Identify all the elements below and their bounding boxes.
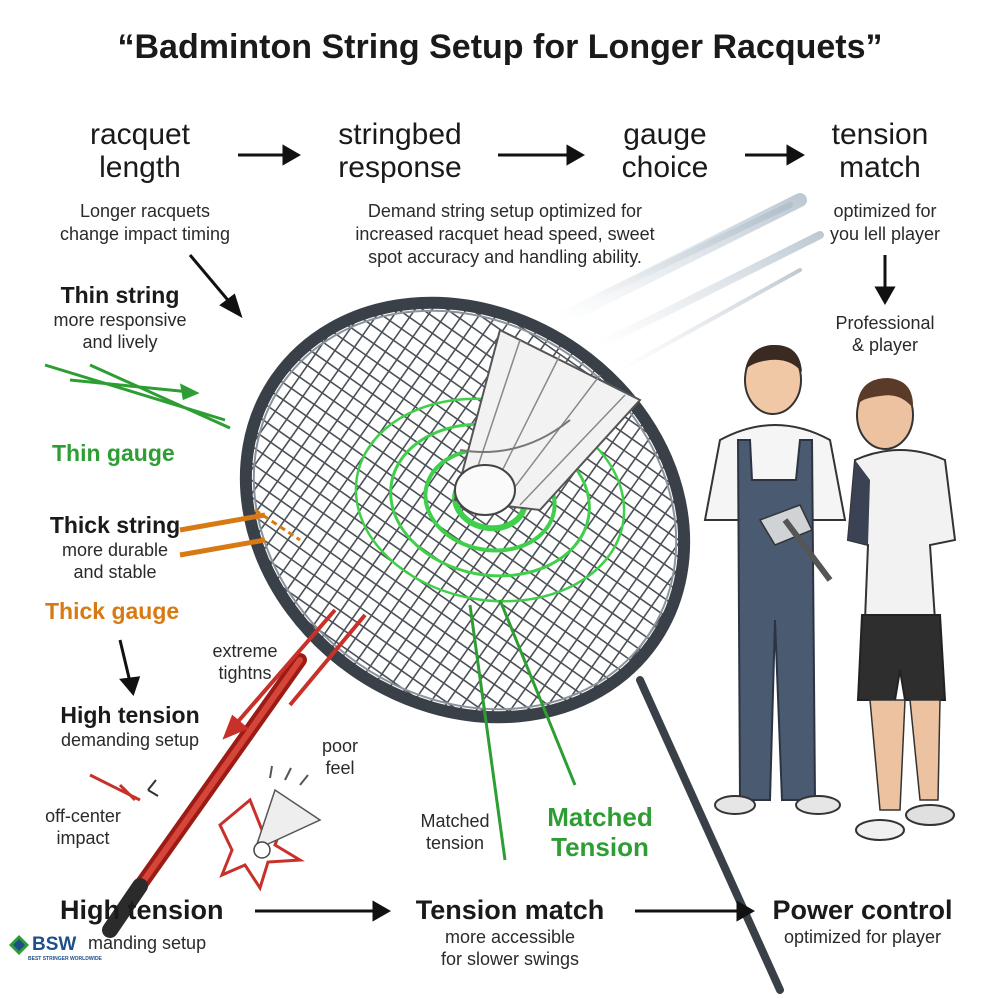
speed-streaks [553,193,824,372]
label-line: demanding setup [60,730,200,750]
step-label-line2: length [99,151,181,184]
extreme-tightness-label: extreme tightns [195,640,295,684]
bottom-high-tension-sub: manding setup [88,933,207,953]
desc-line: spot accuracy and handling ability. [368,247,642,267]
string-line [195,457,607,746]
string-line [259,365,671,655]
logo-tagline: BEST STRINGER WORLDWIDE [28,956,102,962]
label-line: optimized for player [783,927,942,947]
professional-label: Professional & player [810,312,960,356]
bottom-tension-match-heading: Tension match [415,895,605,925]
step-label-line2: choice [621,151,709,184]
step-label-line1: racquet [89,118,191,151]
stringbed-desc: Demand string setup optimized for increa… [310,200,700,269]
label-line: Tension [551,832,649,862]
label-line: impact [56,828,110,848]
step-stringbed-response: stringbed response [300,118,500,184]
string-line [219,423,631,712]
thick-gauge-label: Thick gauge [45,598,180,624]
label-line: more accessible [444,927,576,947]
page-title: “Badminton String Setup for Longer Racqu… [117,28,883,66]
shuttlecock-small [218,765,322,892]
step-label-line2: response [338,151,462,184]
desc-line: Longer racquets [79,201,211,221]
thick-string-block: Thick string more durable and stable [30,512,200,583]
step-racquet-length: racquet length [40,118,240,184]
string-line [203,446,615,735]
step-label-line1: stringbed [338,118,462,151]
bottom-high-tension-heading: High tension [60,895,224,925]
label-line: more responsive [53,310,187,330]
stringer-figure [703,345,847,815]
thick-gauge-lines [179,508,301,558]
label-line: & player [851,335,919,355]
step-label-line1: gauge [623,118,707,151]
bottom-tension-match-block: Tension match more accessible for slower… [395,895,625,970]
matched-tension-big-label: Matched Tension [530,802,670,862]
thin-gauge-label: Thin gauge [52,440,175,466]
label-line: Matched [420,811,490,831]
tension-match-desc: optimized for you lell player [800,200,970,246]
label-line: off-center [45,806,121,826]
label-line: and lively [82,332,158,352]
matched-tension-small-label: Matched tension [400,810,510,854]
step-gauge-choice: gauge choice [580,118,750,184]
label-line: for slower swings [440,949,580,969]
desc-line: you lell player [829,224,941,244]
label-line: extreme [212,641,278,661]
extreme-tension-arrows [222,608,367,740]
down-arrows [118,254,896,697]
bottom-power-control-heading: Power control [772,895,953,925]
off-center-marks [89,773,159,802]
poor-feel-label: poor feel [310,735,370,779]
label-line: tightns [218,663,272,683]
step-tension-match: tension match [790,118,970,184]
bottom-arrows [255,900,756,922]
desc-line: change impact timing [59,224,231,244]
label-line: more durable [61,540,169,560]
thick-string-heading: Thick string [49,512,181,538]
racquet-frame [239,296,691,724]
bottom-power-control-block: Power control optimized for player [755,895,970,948]
label-line: and stable [73,562,157,582]
label-line: Professional [835,313,935,333]
string-line [251,377,663,666]
logo-mark-icon [9,935,29,955]
player-figure [846,378,957,841]
logo-text: BSW [32,934,77,955]
string-line [235,400,647,689]
label-line: Matched [547,802,653,832]
matched-tension-lines [468,599,577,861]
label-line: tension [425,833,485,853]
desc-line: Demand string setup optimized for [367,201,643,221]
label-line: feel [325,758,355,778]
desc-line: optimized for [833,201,937,221]
thin-string-block: Thin string more responsive and lively [30,282,210,353]
thin-string-heading: Thin string [60,282,180,308]
shuttlecock-main [453,328,642,516]
step-label-line1: tension [831,118,929,151]
step-label-line2: match [839,151,921,184]
racquet-length-desc: Longer racquets change impact timing [40,200,250,246]
string-line [243,388,655,677]
off-center-label: off-center impact [28,805,138,849]
header-arrows [238,144,806,166]
high-tension-block: High tension demanding setup [35,702,225,751]
desc-line: increased racquet head speed, sweet [355,224,655,244]
thin-gauge-lines [44,363,231,430]
label-line: poor [321,736,359,756]
racquet-shaft [102,653,784,994]
high-tension-heading: High tension [60,702,200,728]
